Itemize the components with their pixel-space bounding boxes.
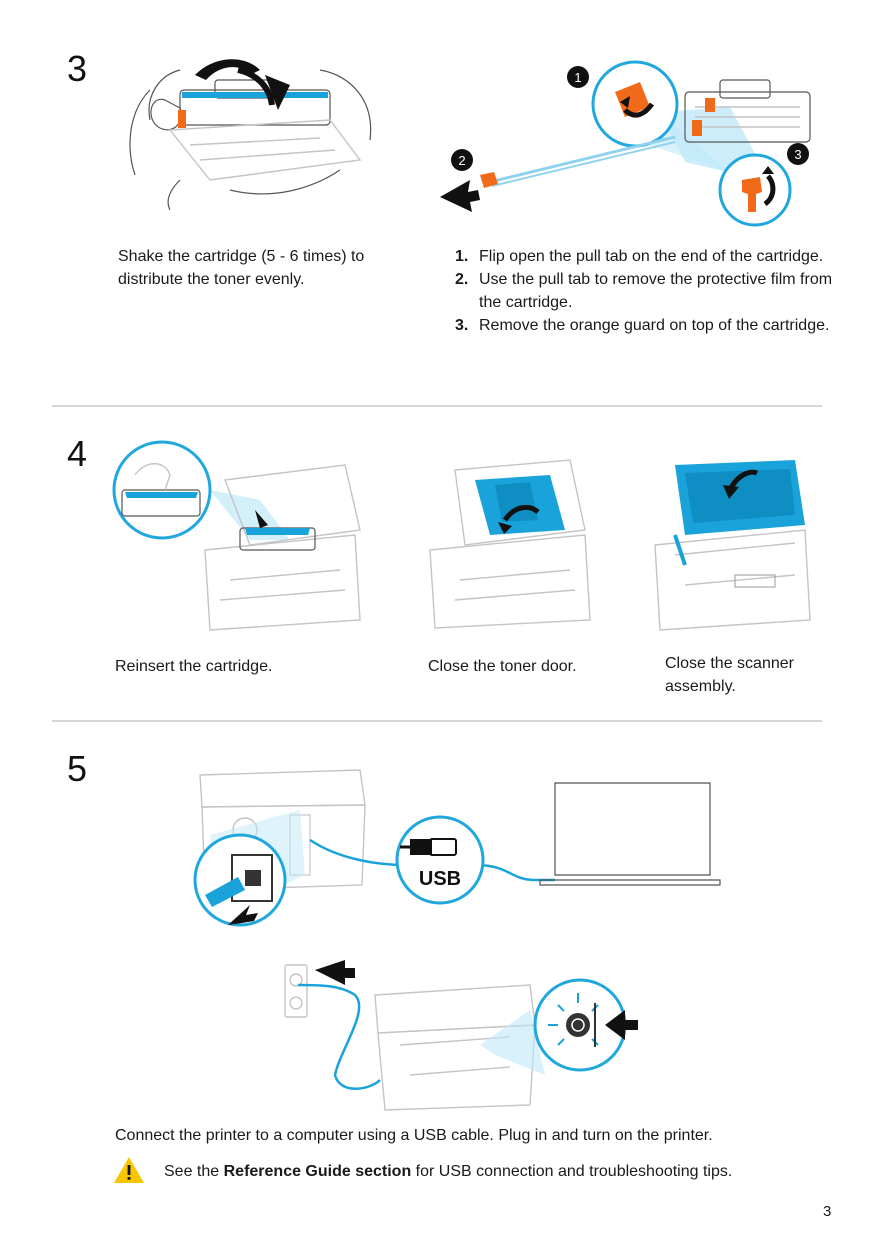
- list-number: 2.: [455, 271, 469, 288]
- list-item: 2. Use the pull tab to remove the protect…: [455, 268, 835, 314]
- pull-tab-steps: 1. Flip open the pull tab on the end of t…: [455, 245, 835, 337]
- section-divider: [52, 720, 822, 722]
- close-scanner-caption: Close the scanner assembly.: [665, 655, 794, 695]
- warning-icon: [114, 1157, 144, 1183]
- shake-caption: Shake the cartridge (5 - 6 times) to dis…: [118, 248, 365, 288]
- list-number: 1.: [455, 248, 469, 265]
- list-item: 3. Remove the orange guard on top of the …: [455, 314, 835, 337]
- reinsert-cartridge-illustration: [112, 440, 361, 631]
- list-number: 3.: [455, 317, 469, 334]
- power-connection-illustration: [284, 960, 638, 1111]
- marker-2: 2: [458, 153, 465, 168]
- reinsert-caption: Reinsert the cartridge.: [115, 658, 273, 675]
- step-5-number: 5: [67, 748, 88, 789]
- note-prefix: See the: [164, 1163, 224, 1180]
- list-text: Remove the orange guard on top of the ca…: [479, 317, 830, 334]
- connect-caption: Connect the printer to a computer using …: [115, 1127, 713, 1144]
- list-text: Flip open the pull tab on the end of the…: [479, 248, 824, 265]
- usb-connection-illustration: USB: [193, 769, 721, 927]
- reference-guide-link[interactable]: Reference Guide section: [223, 1163, 412, 1180]
- page-number: 3: [823, 1203, 832, 1220]
- step-3-number: 3: [67, 48, 88, 89]
- section-divider: [52, 405, 822, 407]
- pull-tab-illustration: 1 2 3: [440, 60, 811, 227]
- step-4-number: 4: [67, 433, 88, 474]
- usb-label: USB: [419, 868, 461, 890]
- shake-cartridge-illustration: [129, 59, 372, 211]
- list-text: Use the pull tab to remove the protectiv…: [479, 271, 833, 311]
- close-scanner-illustration: [654, 460, 811, 631]
- note-suffix: for USB connection and troubleshooting t…: [411, 1163, 733, 1180]
- marker-1: 1: [574, 70, 581, 85]
- close-door-caption: Close the toner door.: [428, 658, 577, 675]
- list-item: 1. Flip open the pull tab on the end of t…: [455, 245, 835, 268]
- marker-3: 3: [794, 147, 801, 162]
- reference-note: See the Reference Guide section for USB …: [164, 1160, 824, 1183]
- close-toner-door-illustration: [429, 459, 591, 629]
